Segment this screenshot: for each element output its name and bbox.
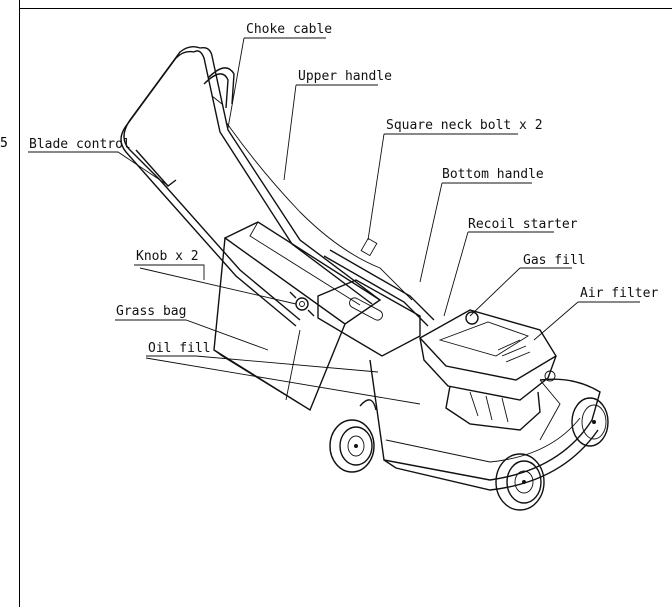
leader-gas-fill — [469, 267, 572, 317]
leader-square-neck-bolt — [367, 133, 518, 241]
label-oil-fill: Oil fill — [148, 341, 211, 356]
label-square-neck-bolt: Square neck bolt x 2 — [386, 118, 543, 133]
mounting-plate — [317, 279, 421, 357]
rear-left-wheel — [495, 453, 545, 511]
label-recoil-starter: Recoil starter — [468, 217, 578, 232]
label-knob: Knob x 2 — [136, 249, 199, 264]
engine — [418, 309, 557, 431]
leader-blade-control — [28, 151, 167, 185]
bail-bar — [203, 67, 235, 109]
leader-choke-cable — [227, 37, 326, 129]
front-left-wheel — [329, 419, 375, 473]
bottom-handle — [323, 237, 435, 327]
leader-air-filter — [533, 301, 640, 341]
knob — [289, 291, 315, 317]
leader-recoil-starter — [443, 231, 554, 317]
label-grass-bag: Grass bag — [116, 304, 186, 319]
label-blade-control: Blade control — [29, 137, 131, 152]
mower-illustration — [120, 45, 609, 511]
leader-oil-fill — [145, 355, 421, 405]
grass-bag — [213, 221, 382, 412]
leader-knob — [134, 264, 297, 305]
blade-control-lever — [135, 149, 177, 187]
choke-cable — [225, 121, 413, 301]
label-air-filter: Air filter — [580, 286, 658, 301]
stray-mark: 5 — [0, 136, 8, 151]
leader-bottom-handle — [419, 182, 532, 283]
frame-left-border — [19, 0, 20, 607]
front-right-wheel — [359, 399, 377, 411]
label-gas-fill: Gas fill — [523, 253, 586, 268]
label-bottom-handle: Bottom handle — [442, 167, 544, 182]
label-upper-handle: Upper handle — [298, 69, 392, 84]
leader-lines — [28, 37, 640, 405]
mower-deck — [369, 359, 601, 491]
label-choke-cable: Choke cable — [246, 22, 332, 37]
leader-grass-bag — [115, 319, 269, 351]
labels: Choke cable Upper handle Square neck bol… — [29, 22, 658, 356]
upper-handle — [120, 45, 381, 327]
leader-upper-handle — [283, 84, 378, 181]
frame-top-border — [19, 8, 672, 9]
rear-right-wheel — [571, 397, 609, 447]
